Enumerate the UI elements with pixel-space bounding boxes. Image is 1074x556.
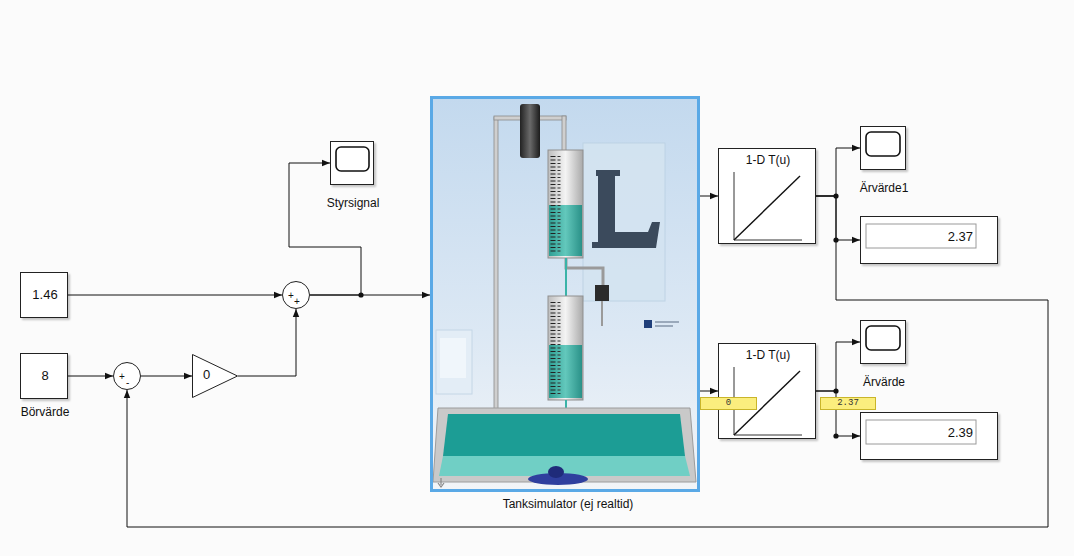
sum-sign: + — [119, 371, 125, 382]
scale-ticks — [551, 302, 556, 396]
logo-mark — [644, 320, 652, 328]
signal-line — [816, 342, 860, 391]
constant-block: 8Börvärde — [20, 353, 68, 399]
logo-line — [655, 321, 679, 323]
tank-illustration — [432, 98, 698, 490]
ice-cube-highlight — [440, 338, 466, 378]
branch-dot — [358, 292, 363, 297]
signal-value-tag: 2.37 — [820, 397, 876, 410]
signal-line — [816, 148, 860, 196]
lookup-curve — [734, 176, 800, 240]
ice-block — [583, 143, 665, 301]
signal-line — [127, 196, 1048, 527]
scope-block: Ärvärde1 — [860, 126, 906, 170]
sum-sign: + — [294, 296, 300, 307]
lookup-face — [718, 343, 816, 439]
display-block: 2.37 — [860, 216, 998, 264]
logo-line — [655, 325, 673, 327]
block-name: Ärvärde1 — [860, 182, 909, 195]
inlet-pipe — [562, 116, 566, 152]
lower-tank — [548, 296, 583, 400]
gain-outline — [192, 354, 238, 398]
branch-dot — [833, 388, 838, 393]
scope-block: Ärvärde — [860, 320, 906, 364]
block-label: 1-D T(u) — [746, 154, 790, 167]
display-field — [866, 420, 976, 444]
basin-frame — [433, 408, 696, 482]
water-stream — [565, 258, 567, 296]
scope-faces — [330, 126, 906, 364]
gain-triangle — [193, 355, 238, 398]
sum-sign: - — [126, 377, 129, 388]
basin-water-front — [439, 456, 690, 476]
scope-block: Styrsignal — [330, 141, 374, 185]
sum-block: +- — [113, 362, 141, 390]
display-value: 2.39 — [948, 426, 973, 440]
upper-tank — [548, 150, 583, 258]
constant-block: 1.46 — [20, 272, 68, 318]
block-name: Styrsignal — [327, 197, 380, 210]
basin-water — [443, 414, 685, 456]
branch-dot — [833, 433, 838, 438]
ice-cube — [436, 330, 472, 394]
constant-value: 1.46 — [32, 288, 57, 302]
constant-value: 8 — [41, 369, 48, 383]
arrow-icon — [438, 478, 444, 487]
signal-line — [700, 196, 718, 197]
display-faces — [860, 216, 998, 460]
sum-block: ++ — [282, 281, 310, 309]
valve-pipe — [601, 301, 603, 326]
valve — [595, 285, 609, 301]
display-block: 2.39 — [860, 412, 998, 460]
signal-line — [700, 391, 718, 392]
signal-line — [816, 196, 860, 240]
lookup-axes — [734, 172, 802, 240]
block-name: Ärvärde — [863, 376, 905, 389]
scale-ticks — [558, 156, 561, 254]
scope-face — [860, 126, 906, 170]
tank-background — [432, 98, 698, 490]
block-name: Börvärde — [21, 406, 70, 419]
scope-face — [860, 320, 906, 364]
signal-line — [238, 309, 296, 376]
display-face — [860, 216, 998, 264]
sum-sign: + — [288, 290, 294, 301]
signal-line — [68, 295, 282, 296]
lookup-table-block: 1-D T(u) — [718, 148, 816, 244]
branch-dot — [833, 237, 838, 242]
lookup-face — [718, 148, 816, 244]
pump — [520, 104, 540, 158]
signal-line — [289, 163, 361, 295]
scope-face — [330, 141, 374, 185]
scope-screen — [866, 132, 900, 156]
gain-value: 0 — [203, 368, 210, 382]
signal-line — [68, 376, 113, 377]
subsystem-block: Tanksimulator (ej realtid) — [430, 96, 700, 492]
base-pump-dome — [548, 466, 564, 478]
outlet-pipe — [566, 258, 603, 285]
display-value: 2.37 — [948, 230, 973, 244]
scope-screen — [336, 147, 369, 171]
signal-line — [141, 376, 192, 377]
logo-letter-shape — [592, 170, 660, 248]
scale-ticks — [558, 302, 561, 396]
display-face — [860, 412, 998, 460]
lookup-faces — [718, 148, 816, 439]
scale-ticks — [551, 156, 556, 254]
lookup-table-block: 1-D T(u) — [718, 343, 816, 439]
block-name: Tanksimulator (ej realtid) — [503, 498, 634, 511]
block-label: 1-D T(u) — [746, 349, 790, 362]
display-field — [866, 224, 976, 248]
branch-dot — [833, 193, 838, 198]
gain-block: 0 — [192, 354, 238, 398]
signal-value-tag: 0 — [700, 397, 757, 410]
scope-screen — [866, 326, 900, 350]
